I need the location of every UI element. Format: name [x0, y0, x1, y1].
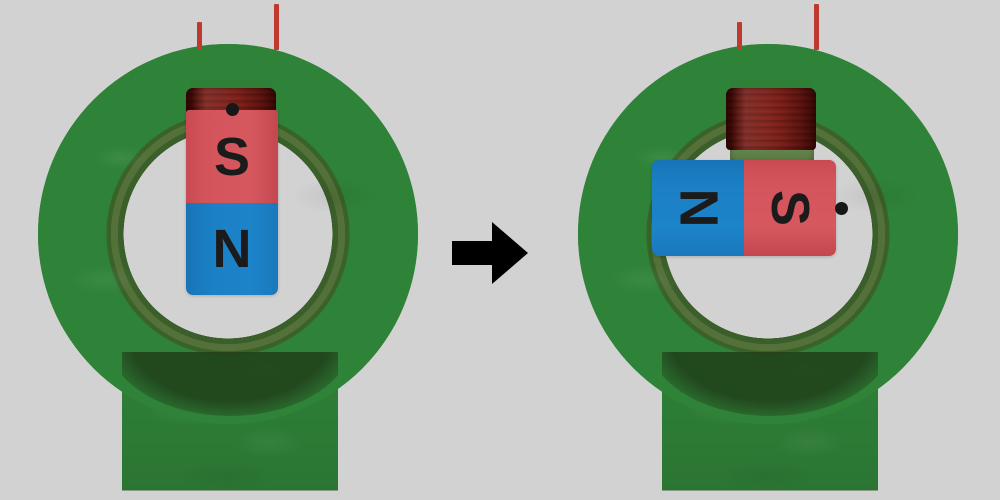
magnet-pole-north: N: [652, 160, 744, 256]
transition-arrow: [452, 222, 528, 284]
toroid-assembly-before: S N: [10, 0, 450, 500]
pole-label-north: N: [212, 219, 252, 279]
pole-label-south: S: [213, 126, 251, 187]
wire-coil-after: [726, 88, 816, 150]
pivot-dot-before: [226, 103, 239, 116]
arrow-right-icon: [452, 222, 528, 284]
coil-lead-left-after: [737, 22, 742, 50]
magnet-pole-north: N: [186, 203, 278, 295]
toroid-assembly-after: N S: [550, 0, 990, 500]
coil-lead-right-before: [274, 4, 279, 50]
magnet-pole-south: S: [744, 160, 836, 256]
panel-before: S N: [10, 0, 450, 500]
bar-magnet-vertical: S N: [186, 110, 278, 295]
bar-magnet-horizontal: N S: [652, 160, 836, 256]
pole-label-north: N: [668, 188, 728, 228]
coil-lead-right-after: [814, 4, 819, 50]
pole-label-south: S: [760, 189, 820, 227]
pivot-dot-after: [835, 202, 848, 215]
panel-after: N S: [550, 0, 990, 500]
coil-sheen: [726, 88, 816, 150]
coil-lead-left-before: [197, 22, 202, 50]
magnet-pole-south: S: [186, 110, 278, 203]
